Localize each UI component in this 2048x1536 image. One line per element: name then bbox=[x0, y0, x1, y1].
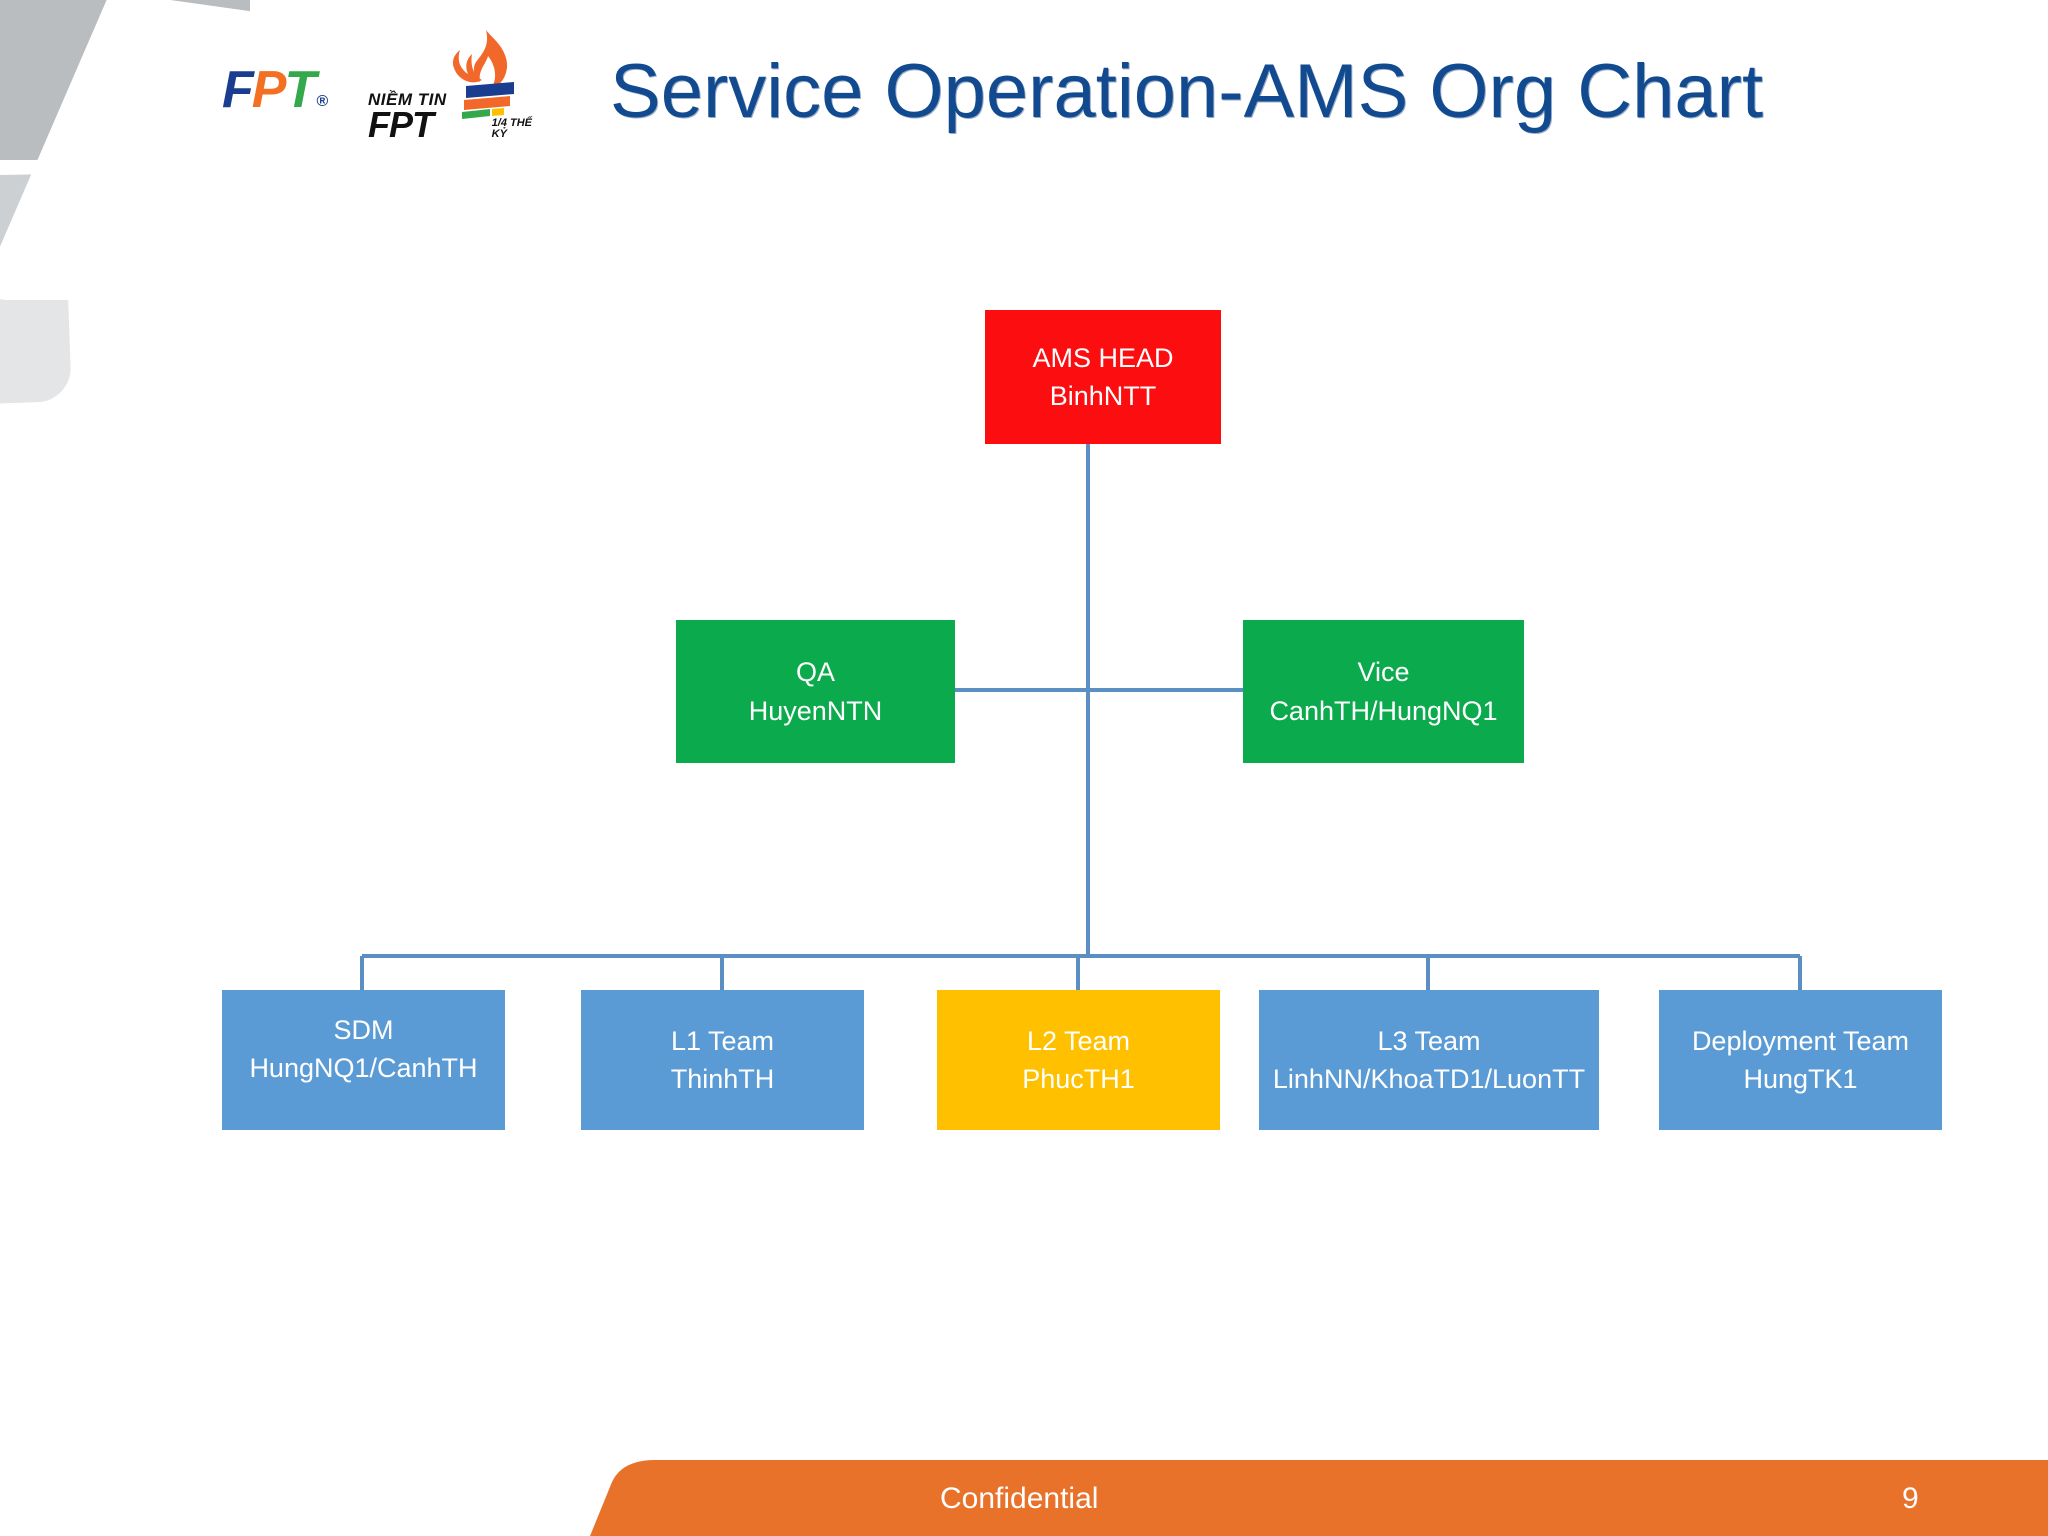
org-node-qa[interactable]: QA HuyenNTN bbox=[676, 620, 955, 763]
niemtin-wordmark: NIỀM TIN FPT bbox=[368, 89, 447, 145]
org-node-ams-head-people: BinhNTT bbox=[1049, 381, 1157, 411]
org-node-vice[interactable]: Vice CanhTH/HungNQ1 bbox=[1243, 620, 1524, 763]
org-node-l2-team-people: PhucTH1 bbox=[1022, 1064, 1135, 1094]
fpt-logo-letter-f: F bbox=[222, 61, 254, 119]
niemtin-line1: NIỀM TIN bbox=[368, 89, 447, 109]
niemtin-fpt-logo: NIỀM TIN FPT 1/4 THẾ KỶ bbox=[368, 30, 538, 145]
footer-confidential-label: Confidential bbox=[940, 1482, 1099, 1515]
footer-page-number: 9 bbox=[1902, 1482, 1919, 1515]
slide-footer: Confidential 9 bbox=[0, 1460, 2048, 1536]
org-node-qa-role: QA bbox=[795, 657, 835, 688]
org-node-l3-team-role: L3 Team bbox=[1377, 1025, 1481, 1056]
niemtin-line2: FPT bbox=[368, 103, 434, 145]
org-node-vice-people: CanhTH/HungNQ1 bbox=[1269, 695, 1498, 726]
org-node-l2-team[interactable]: L2 Team PhucTH1 bbox=[937, 990, 1220, 1130]
org-node-l3-team[interactable]: L3 Team LinhNN/KhoaTD1/LuonTT bbox=[1259, 990, 1599, 1130]
fpt-logo-registered-mark: ® bbox=[316, 93, 328, 110]
org-node-qa-people: HuyenNTN bbox=[748, 695, 883, 726]
niemtin-tagline: 1/4 THẾ KỶ bbox=[492, 118, 532, 140]
org-node-sdm-role: SDM bbox=[333, 1014, 394, 1045]
org-node-l2-team-role: L2 Team bbox=[1026, 1025, 1131, 1056]
org-node-l3-team-people: LinhNN/KhoaTD1/LuonTT bbox=[1272, 1064, 1586, 1094]
page-title: Service Operation-AMS Org Chart bbox=[610, 49, 1764, 134]
org-node-l1-team-people: ThinhTH bbox=[670, 1064, 775, 1094]
org-node-sdm[interactable]: SDM HungNQ1/CanhTH bbox=[222, 990, 505, 1130]
footer-bar-shape bbox=[590, 1460, 2048, 1536]
org-node-l1-team-role: L1 Team bbox=[670, 1025, 775, 1056]
fpt-logo-letter-t: T bbox=[284, 61, 316, 119]
org-node-vice-role: Vice bbox=[1357, 657, 1410, 688]
org-node-deployment-team[interactable]: Deployment Team HungTK1 bbox=[1659, 990, 1942, 1130]
org-node-sdm-people: HungNQ1/CanhTH bbox=[249, 1053, 478, 1083]
niemtin-tagline-line1: 1/4 THẾ bbox=[491, 117, 533, 129]
org-node-deployment-team-people: HungTK1 bbox=[1743, 1064, 1858, 1094]
org-node-ams-head-role: AMS HEAD bbox=[1032, 342, 1174, 373]
fpt-logo-letter-p: P bbox=[251, 61, 287, 119]
org-node-deployment-team-role: Deployment Team bbox=[1691, 1025, 1910, 1056]
niemtin-tagline-line2: KỶ bbox=[491, 128, 507, 140]
flame-icon bbox=[452, 30, 515, 119]
org-node-l1-team[interactable]: L1 Team ThinhTH bbox=[581, 990, 864, 1130]
org-node-ams-head[interactable]: AMS HEAD BinhNTT bbox=[985, 310, 1221, 444]
